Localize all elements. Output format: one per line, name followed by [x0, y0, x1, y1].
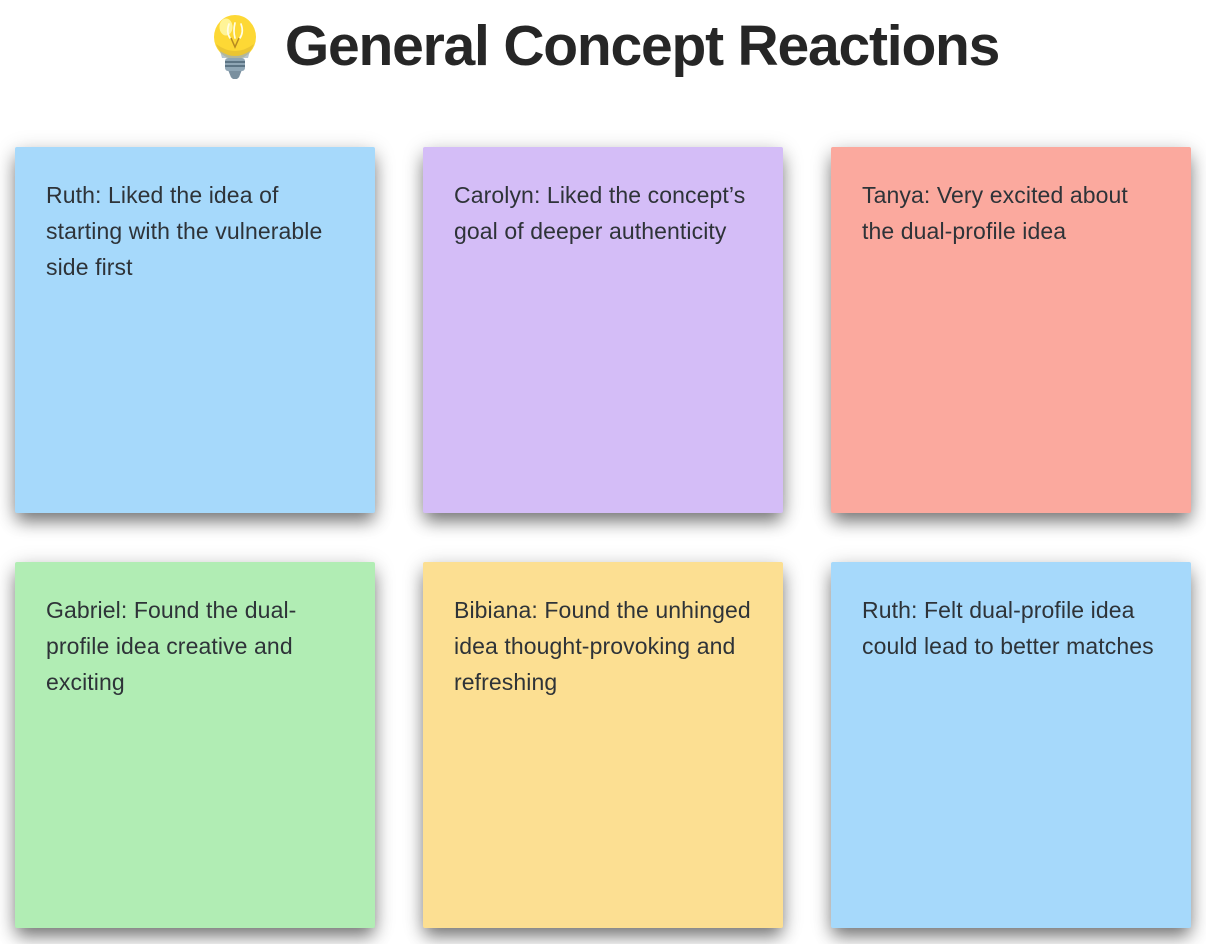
sticky-note-board: Ruth: Liked the idea of starting with th…: [15, 147, 1191, 928]
sticky-note-text: Ruth: Felt dual-profile idea could lead …: [862, 597, 1154, 659]
sticky-note-text: Gabriel: Found the dual-profile idea cre…: [46, 597, 297, 695]
board-header: General Concept Reactions: [0, 2, 1206, 90]
sticky-note-text: Bibiana: Found the unhinged idea thought…: [454, 597, 751, 695]
sticky-note[interactable]: Ruth: Liked the idea of starting with th…: [15, 147, 375, 513]
board-title[interactable]: General Concept Reactions: [284, 14, 1001, 78]
sticky-note[interactable]: Carolyn: Liked the concept’s goal of dee…: [423, 147, 783, 513]
lightbulb-icon: [213, 15, 256, 79]
sticky-note[interactable]: Bibiana: Found the unhinged idea thought…: [423, 562, 783, 928]
sticky-note[interactable]: Tanya: Very excited about the dual-profi…: [831, 147, 1191, 513]
sticky-note-text: Ruth: Liked the idea of starting with th…: [46, 182, 323, 280]
sticky-note[interactable]: Gabriel: Found the dual-profile idea cre…: [15, 562, 375, 928]
sticky-note-text: Carolyn: Liked the concept’s goal of dee…: [454, 182, 746, 244]
sticky-note-text: Tanya: Very excited about the dual-profi…: [862, 182, 1128, 244]
sticky-note[interactable]: Ruth: Felt dual-profile idea could lead …: [831, 562, 1191, 928]
